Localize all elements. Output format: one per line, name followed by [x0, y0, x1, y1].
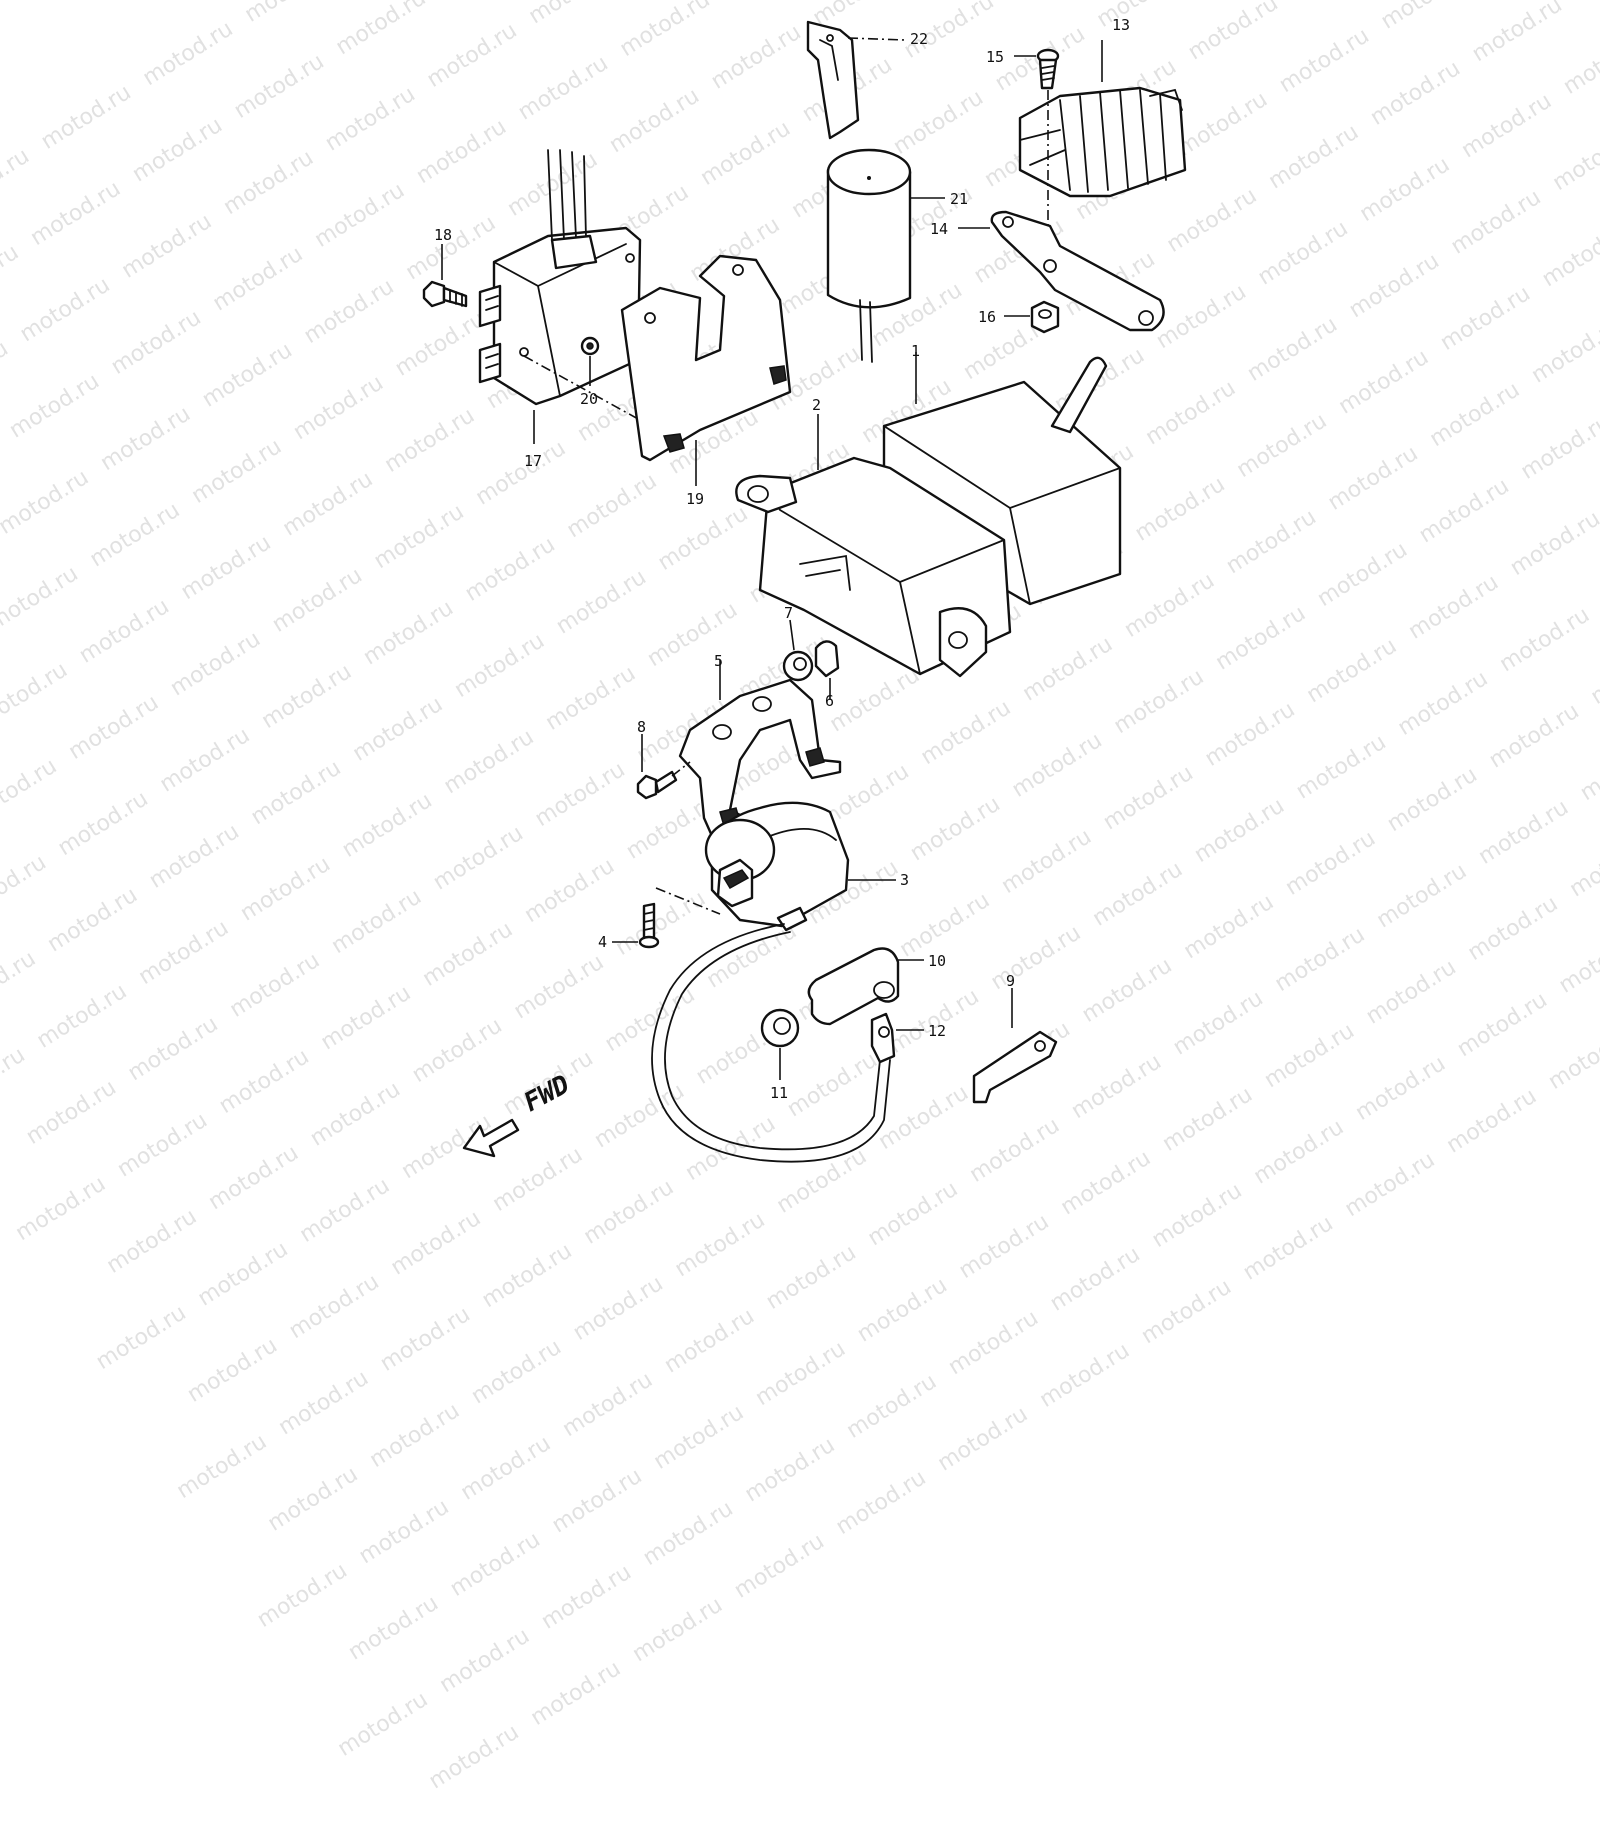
callout-12: 12: [928, 1022, 946, 1040]
watermark-text: motod.ru: [387, 1206, 486, 1281]
watermark-text: motod.ru: [639, 1496, 738, 1571]
callout-2: 2: [812, 396, 821, 414]
callout-6: 6: [825, 692, 834, 710]
part-9-clamp[interactable]: [974, 1032, 1056, 1102]
callout-17: 17: [524, 452, 542, 470]
watermark-text: motod.ru: [435, 1623, 534, 1698]
watermark-text: motod.ru: [172, 1429, 271, 1504]
watermark-text: motod.ru: [274, 1366, 373, 1441]
part-18-bolt[interactable]: [424, 282, 466, 306]
callout-9: 9: [1006, 972, 1015, 990]
watermark-text: motod.ru: [456, 1431, 555, 1506]
part-22-bracket[interactable]: [808, 22, 858, 138]
callout-10: 10: [928, 952, 946, 970]
watermark-text: motod.ru: [194, 1237, 293, 1312]
watermark-text: motod.ru: [671, 1208, 770, 1283]
watermark-text: motod.ru: [537, 1560, 636, 1635]
watermark-text: motod.ru: [526, 1656, 625, 1731]
callout-18: 18: [434, 226, 452, 244]
watermark-text: motod.ru: [355, 1495, 454, 1570]
watermark-text: motod.ru: [344, 1591, 443, 1666]
watermark-text: motod.ru: [92, 1300, 191, 1375]
part-15-screw[interactable]: [1038, 50, 1058, 88]
part-8-bolt[interactable]: [638, 772, 676, 798]
forward-arrow-icon: [464, 1120, 518, 1156]
watermark-text: motod.ru: [1137, 1275, 1236, 1350]
callout-5: 5: [714, 652, 723, 670]
watermark-text: motod.ru: [569, 1271, 668, 1346]
part-3-ignition-coil[interactable]: [706, 803, 848, 930]
watermark-text: motod.ru: [832, 1465, 931, 1540]
part-21-condenser[interactable]: [828, 150, 910, 362]
watermark-text: motod.ru: [365, 1398, 464, 1473]
watermark-text: motod.ru: [955, 1209, 1054, 1284]
watermark-text: motod.ru: [741, 1433, 840, 1508]
watermark-text: motod.ru: [253, 1558, 352, 1633]
watermark-text: motod.ru: [285, 1269, 384, 1344]
watermark-text: motod.ru: [730, 1529, 829, 1604]
forward-direction-indicator: FWD: [464, 1070, 575, 1156]
watermark-text: motod.ru: [933, 1402, 1032, 1477]
part-6-bushing[interactable]: [816, 641, 838, 676]
part-19-bracket[interactable]: [622, 256, 790, 460]
watermark-text: motod.ru: [649, 1400, 748, 1475]
callout-11: 11: [770, 1084, 788, 1102]
exploded-parts-diagram: FWD 1 2 3 4 5 6 7 8 9 10 11 12 13 14 15 …: [0, 0, 1600, 1200]
callout-22: 22: [910, 30, 928, 48]
watermark-text: motod.ru: [558, 1367, 657, 1442]
callout-4: 4: [598, 933, 607, 951]
watermark-text: motod.ru: [264, 1462, 363, 1537]
callout-1: 1: [911, 342, 920, 360]
fwd-label: FWD: [519, 1070, 575, 1119]
callout-20: 20: [580, 390, 598, 408]
part-16-nut[interactable]: [1032, 302, 1058, 332]
watermark-text: motod.ru: [467, 1335, 566, 1410]
watermark-text: motod.ru: [628, 1593, 727, 1668]
part-13-regulator[interactable]: [1020, 88, 1185, 196]
watermark-text: motod.ru: [376, 1302, 475, 1377]
callout-3: 3: [900, 871, 909, 889]
watermark-text: motod.ru: [1035, 1338, 1134, 1413]
watermark-text: motod.ru: [1239, 1211, 1338, 1286]
watermark-text: motod.ru: [1046, 1242, 1145, 1317]
callout-16: 16: [978, 308, 996, 326]
callout-8: 8: [637, 718, 646, 736]
callout-13: 13: [1112, 16, 1130, 34]
watermark-text: motod.ru: [478, 1238, 577, 1313]
watermark-text: motod.ru: [660, 1304, 759, 1379]
part-4-screw[interactable]: [640, 904, 658, 947]
callout-19: 19: [686, 490, 704, 508]
watermark-text: motod.ru: [425, 1720, 524, 1795]
part-10-plug-cap[interactable]: [809, 949, 898, 1025]
watermark-text: motod.ru: [944, 1305, 1043, 1380]
callout-14: 14: [930, 220, 948, 238]
part-12-terminal[interactable]: [872, 1014, 894, 1062]
watermark-text: motod.ru: [102, 1204, 201, 1279]
callout-21: 21: [950, 190, 968, 208]
part-11-grommet[interactable]: [762, 1010, 798, 1046]
watermark-text: motod.ru: [853, 1273, 952, 1348]
watermark-text: motod.ru: [446, 1527, 545, 1602]
watermark-text: motod.ru: [842, 1369, 941, 1444]
part-14-stay-bracket[interactable]: [992, 212, 1164, 330]
watermark-text: motod.ru: [762, 1240, 861, 1315]
part-7-washer[interactable]: [784, 652, 812, 680]
callout-7: 7: [784, 604, 793, 622]
part-17-control-unit[interactable]: [480, 150, 640, 404]
part-20-bolt[interactable]: [582, 338, 598, 354]
watermark-text: motod.ru: [183, 1333, 282, 1408]
watermark-text: motod.ru: [548, 1464, 647, 1539]
watermark-text: motod.ru: [751, 1336, 850, 1411]
watermark-text: motod.ru: [333, 1687, 432, 1762]
callout-15: 15: [986, 48, 1004, 66]
